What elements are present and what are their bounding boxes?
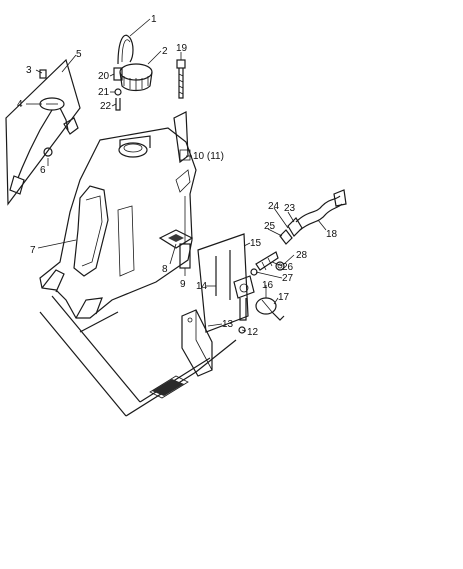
callout-19: 19 [176, 43, 188, 54]
callout-4: 4 [17, 99, 23, 110]
callout-13: 13 [222, 319, 234, 330]
lower-bracket-part-13 [181, 309, 213, 377]
mounting-bracket-part-10 [173, 111, 191, 164]
callout-labels: 1 2 3 4 5 6 7 8 9 10 (11) 12 13 14 15 16… [17, 14, 338, 338]
callout-23: 23 [284, 203, 296, 214]
callout-18: 18 [326, 229, 338, 240]
callout-27: 27 [282, 273, 294, 284]
callout-28: 28 [296, 250, 308, 261]
callout-16: 16 [262, 280, 274, 291]
callout-17: 17 [278, 292, 290, 303]
tank-pad-part-8 [158, 229, 194, 249]
callout-12: 12 [247, 327, 259, 338]
callout-25: 25 [264, 221, 276, 232]
bolt-part-19 [176, 59, 186, 99]
callout-22: 22 [100, 101, 112, 112]
callout-2: 2 [162, 46, 168, 57]
callout-15: 15 [250, 238, 262, 249]
callout-3: 3 [26, 65, 32, 76]
leader-lines [26, 18, 327, 332]
fuel-sender-assembly [5, 58, 81, 206]
callout-8: 8 [162, 264, 168, 275]
callout-21: 21 [98, 87, 110, 98]
callout-6: 6 [40, 165, 46, 176]
fuel-tank [39, 127, 197, 319]
callout-7: 7 [30, 245, 36, 256]
callout-1: 1 [151, 14, 157, 25]
callout-24: 24 [268, 201, 280, 212]
callout-26: 26 [282, 262, 294, 273]
callout-14: 14 [196, 281, 208, 292]
fuel-cap-part-2 [119, 63, 153, 92]
callout-5: 5 [76, 49, 82, 60]
vent-hose-part-1 [117, 34, 134, 65]
callout-20: 20 [98, 71, 110, 82]
callout-10-11: 10 (11) [193, 151, 224, 162]
frame-rails [39, 295, 237, 417]
callout-9: 9 [180, 279, 186, 290]
